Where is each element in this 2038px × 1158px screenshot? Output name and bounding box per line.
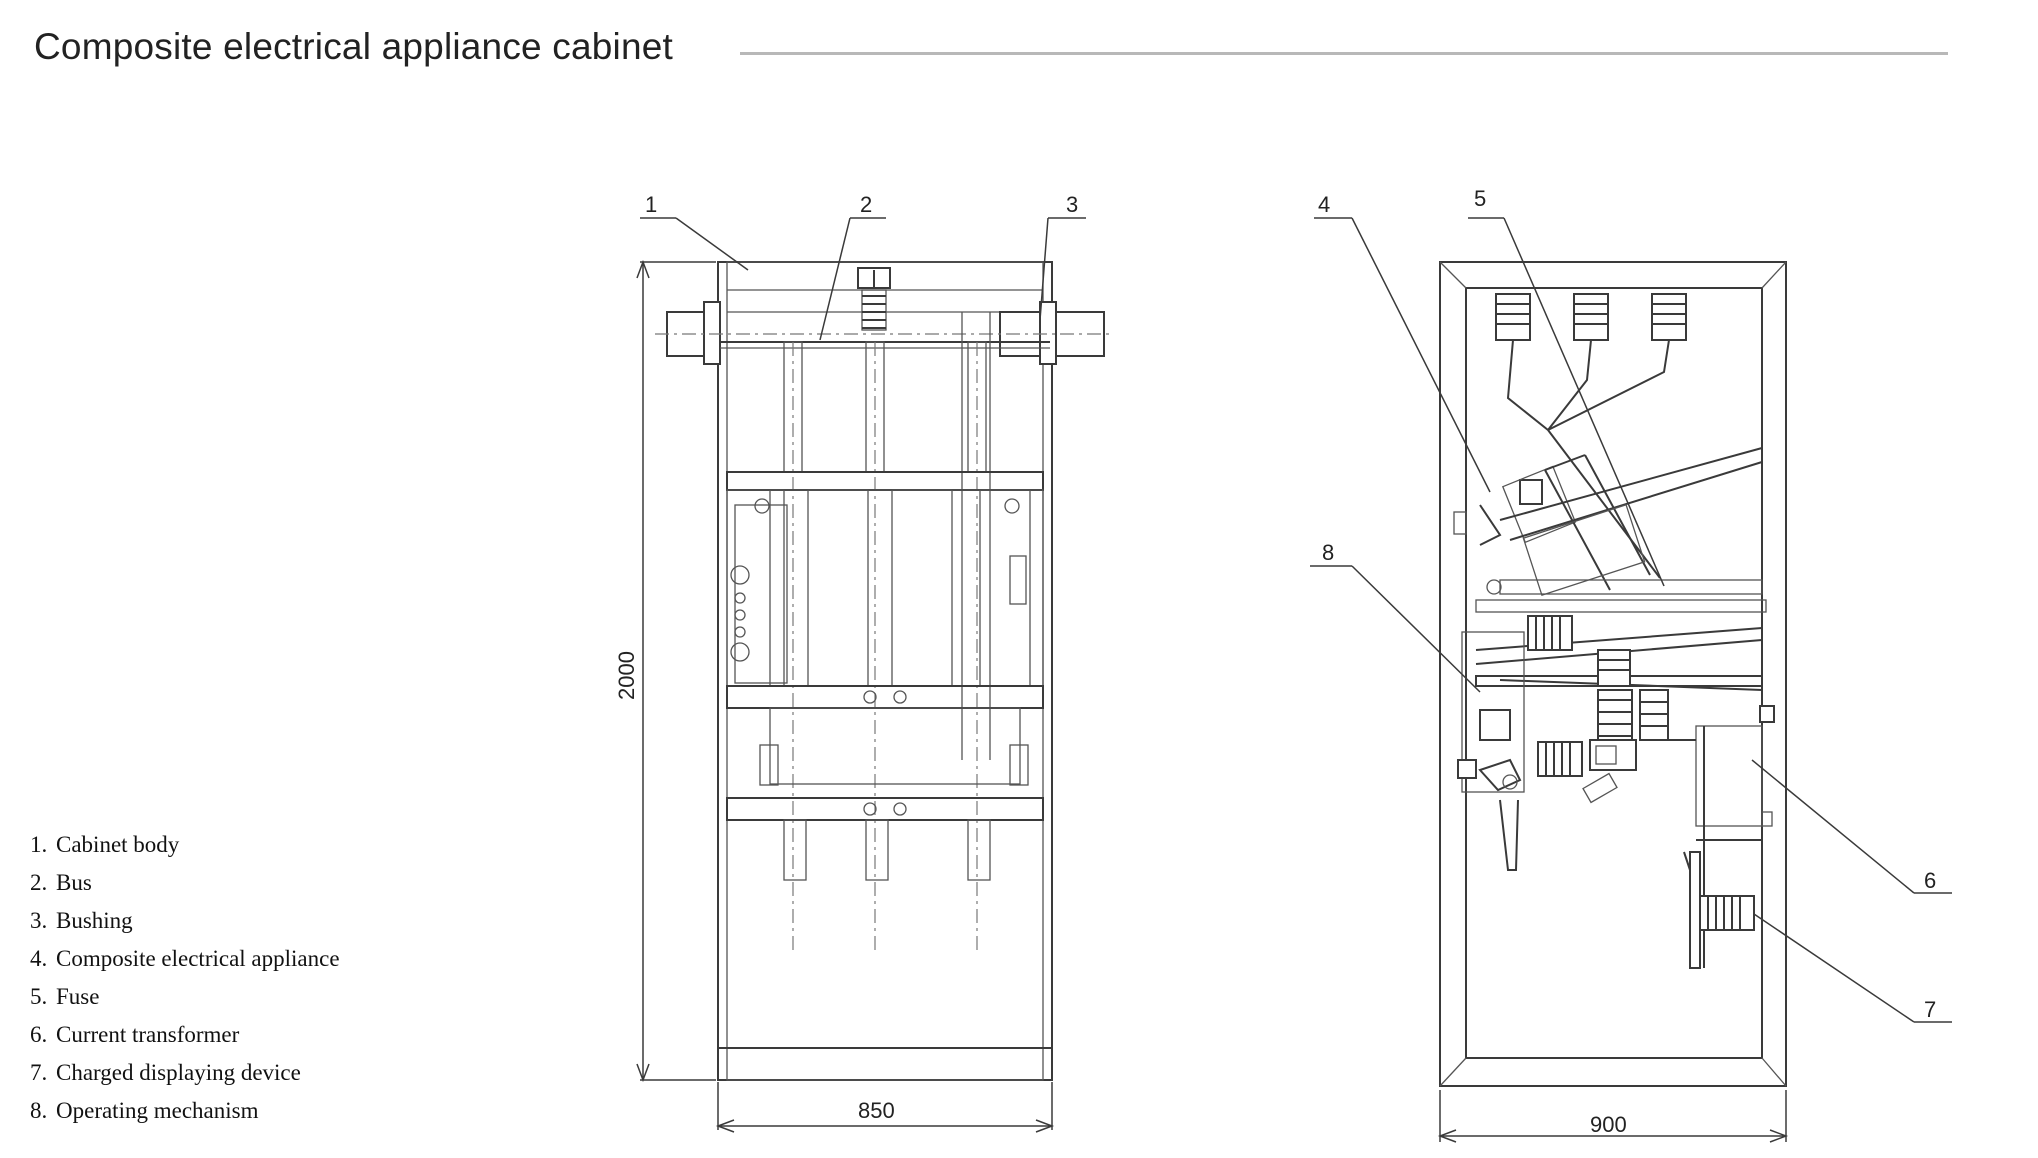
legend-item: 4.Composite electrical appliance — [30, 946, 340, 971]
diagram-title: Composite electrical appliance cabinet — [34, 26, 674, 67]
legend-item: 8.Operating mechanism — [30, 1098, 259, 1123]
legend-item: 7.Charged displaying device — [30, 1060, 301, 1085]
callout-4: 4 — [1318, 192, 1330, 217]
side-fuse-assembly — [1479, 429, 1763, 597]
callout-3: 3 — [1066, 192, 1078, 217]
side-lower-insulators — [1527, 615, 1669, 804]
dimension-height: 2000 — [614, 651, 639, 700]
legend-item: 1.Cabinet body — [30, 832, 180, 857]
front-conductors — [783, 312, 991, 950]
side-bushings — [1495, 293, 1687, 431]
legend-item: 2.Bus — [30, 870, 92, 895]
legend-item: 6.Current transformer — [30, 1022, 240, 1047]
parts-legend: 1.Cabinet body 2.Bus 3.Bushing 4.Composi… — [30, 826, 340, 1130]
legend-item: 5.Fuse — [30, 984, 100, 1009]
side-cabinet-body — [1439, 261, 1787, 1087]
side-charged-display — [1683, 851, 1755, 969]
front-dimensions — [636, 259, 1055, 1133]
side-dimensions — [1437, 1090, 1789, 1143]
callout-2: 2 — [860, 192, 872, 217]
front-top-insulator — [857, 267, 891, 331]
front-apparatus — [726, 471, 1044, 881]
front-view — [636, 217, 1112, 1133]
callout-5: 5 — [1474, 186, 1486, 211]
side-leaders — [1310, 217, 1952, 1023]
dimension-front-width: 850 — [858, 1098, 895, 1123]
callout-1: 1 — [645, 192, 657, 217]
front-bushings — [655, 301, 1112, 365]
callout-7: 7 — [1924, 997, 1936, 1022]
callout-8: 8 — [1322, 540, 1334, 565]
front-leaders — [640, 217, 1086, 341]
dimension-side-width: 900 — [1590, 1112, 1627, 1137]
title-rule — [740, 52, 1948, 55]
callout-6: 6 — [1924, 868, 1936, 893]
front-cabinet-body — [717, 261, 1053, 1081]
legend-item: 3.Bushing — [30, 908, 133, 933]
side-operating-mechanism — [1457, 631, 1525, 871]
side-view — [1310, 217, 1952, 1143]
